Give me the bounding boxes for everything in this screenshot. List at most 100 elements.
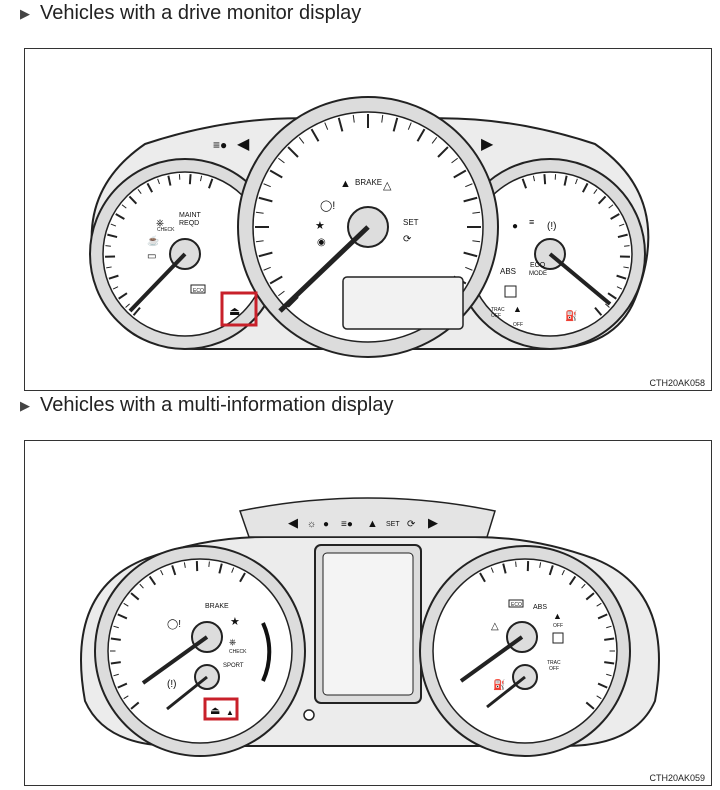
- cruise-control-icon: ⟳: [407, 519, 416, 530]
- gauge-tick: [465, 183, 473, 188]
- tire-pressure-icon: (!): [547, 221, 556, 232]
- gauge-tick: [269, 275, 283, 285]
- bullet-triangle-icon: ▶: [20, 397, 30, 413]
- brake-label: BRAKE: [355, 178, 382, 187]
- figure-drive-monitor-cluster: ◀ ≡● ▶ MAINT REQD CHECK ⎈ ☕ ▭ ECO ⏏ ▲ BR…: [24, 48, 712, 391]
- right-gauge2-sub-needle: [486, 675, 526, 709]
- vsc-off-icon: ▲: [553, 611, 562, 621]
- gauge-tick: [463, 196, 478, 203]
- gauge-tick: [597, 682, 608, 689]
- vsc-off-icon: ▲: [513, 304, 522, 314]
- gauge-tick: [287, 146, 299, 158]
- speedometer-needle: [278, 225, 370, 313]
- gauge-tick: [278, 290, 285, 297]
- gauge-tick: [263, 266, 271, 271]
- gauge-tick: [606, 625, 612, 629]
- gauge-tick: [597, 613, 608, 620]
- gauge-tick: [543, 174, 547, 185]
- gauge-tick: [618, 223, 625, 227]
- heading-multi-info-text: Vehicles with a multi-information displa…: [40, 394, 394, 416]
- tpms-icon: ◉: [317, 237, 326, 248]
- gauge-tick: [561, 569, 565, 576]
- gauge-tick: [407, 122, 412, 130]
- gauge-tick: [581, 583, 586, 589]
- highlight-box: [203, 697, 239, 721]
- gauge-tick: [616, 286, 623, 290]
- gauge-tick: [596, 602, 602, 607]
- vsc-off-label: OFF: [553, 623, 563, 629]
- heading-drive-monitor-text: Vehicles with a drive monitor display: [40, 2, 362, 24]
- headlight-icon: ≡●: [341, 519, 353, 530]
- gauge-tick: [310, 128, 320, 142]
- gauge-tick: [171, 565, 177, 576]
- gauge-tick: [113, 673, 119, 677]
- gauge-tick: [231, 567, 235, 573]
- gauge-tick: [239, 572, 246, 583]
- turn-right-arrow-icon: ▶: [428, 515, 438, 530]
- gauge-tick: [623, 266, 629, 269]
- heading-drive-monitor: ▶ Vehicles with a drive monitor display: [20, 2, 361, 25]
- eco-badge: [190, 284, 206, 294]
- gauge-tick: [610, 213, 620, 220]
- gauge-tick: [451, 157, 458, 164]
- left-gauge2-sub-needle: [166, 675, 208, 711]
- gauge-tick: [521, 178, 527, 189]
- passenger-seatbelt-icon: △: [383, 180, 392, 192]
- gauge-tick: [128, 195, 138, 205]
- gauge-tick: [490, 567, 494, 573]
- gauge-tick: [472, 240, 481, 243]
- gauge-tick: [581, 182, 589, 193]
- warning-triangle-icon: ▲: [367, 518, 378, 530]
- gauge-tick: [112, 286, 119, 290]
- indicator-strip: [239, 497, 496, 538]
- low-engine-coolant-temp-icon: ⏏: [229, 304, 240, 318]
- gauge-tick: [479, 572, 486, 583]
- passenger-seatbelt-icon: △: [491, 621, 499, 632]
- gauge-tick: [183, 562, 186, 568]
- gauge-tick: [130, 592, 140, 601]
- gauge-tick: [298, 137, 305, 144]
- gauge-tick: [607, 292, 617, 300]
- airbag-icon: ★: [315, 220, 325, 232]
- oil-pressure-icon: ☕: [147, 234, 159, 247]
- gauge-tick: [585, 701, 595, 710]
- trac-off-label: OFF: [491, 313, 501, 319]
- gauge-tick: [431, 137, 438, 144]
- set-label: SET: [403, 218, 419, 227]
- left-gauge2-ticks: [110, 561, 246, 710]
- eco-mode-label-top: ECO: [530, 262, 546, 269]
- gauge-tick: [604, 637, 615, 641]
- gauge-tick: [106, 266, 112, 269]
- trac-label: TRAC: [547, 660, 561, 666]
- gauge-tick: [608, 204, 614, 209]
- security-icon: ≡: [529, 217, 534, 227]
- gauge-tick: [617, 233, 628, 239]
- gauge-tick: [548, 565, 554, 576]
- headlight-icon: ≡●: [213, 138, 227, 152]
- brake-label: BRAKE: [205, 603, 229, 610]
- gauge-tick: [139, 583, 144, 589]
- gauge-tick: [121, 204, 127, 209]
- gauge-tick: [108, 274, 119, 280]
- gauge-tick: [597, 195, 607, 205]
- gauge-tick: [115, 213, 125, 220]
- gauge-tick: [324, 122, 329, 130]
- fog-light-icon: ●: [512, 221, 518, 232]
- gauge-tick: [616, 274, 627, 280]
- eco-mode-label-bottom: MODE: [529, 271, 547, 277]
- gauge-tick: [337, 117, 344, 132]
- left-gauge-needle: [128, 252, 187, 313]
- left-gauge2-needle: [141, 635, 209, 685]
- gauge-tick: [568, 575, 577, 586]
- vsc-off-label: OFF: [513, 322, 523, 328]
- battery-icon: ▭: [147, 251, 156, 262]
- check-engine-label: CHECK: [229, 649, 247, 655]
- gauge-tick: [125, 303, 130, 308]
- gauge-tick: [130, 701, 140, 710]
- slip-indicator-icon: [504, 285, 517, 298]
- turn-left-arrow-icon: ◀: [237, 136, 250, 153]
- gauge-tick: [188, 174, 192, 185]
- speedometer-ticks: [255, 114, 481, 308]
- gauge-tick: [539, 562, 542, 568]
- gauge-tick: [118, 292, 128, 300]
